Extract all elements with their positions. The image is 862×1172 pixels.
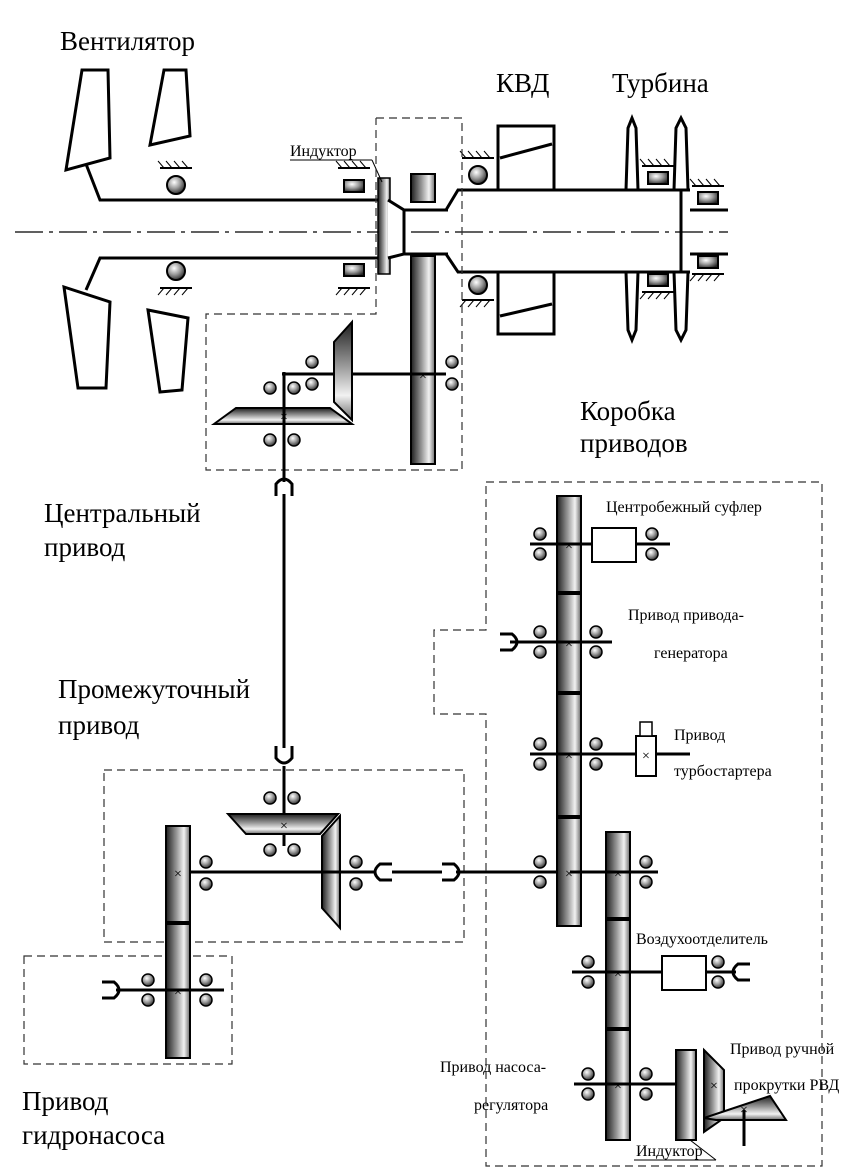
- svg-text:×: ×: [280, 410, 288, 425]
- labels: Вентилятор КВД Турбина Индуктор Коробка …: [22, 26, 839, 1160]
- svg-text:×: ×: [565, 539, 573, 554]
- centrifugal-breather-box: [591, 527, 637, 563]
- label-generator-1: Привод привода-: [628, 607, 744, 624]
- main-bevel-gear-top: [410, 173, 436, 203]
- label-manual-2: прокрутки РВД: [734, 1077, 839, 1094]
- accessory-gearbox: × × × × × × × ×: [433, 481, 823, 1167]
- svg-text:×: ×: [614, 967, 622, 982]
- hydro-pump-drive: ×: [23, 923, 233, 1065]
- svg-text:×: ×: [710, 1079, 718, 1094]
- intermediate-drive: × ×: [103, 766, 465, 943]
- svg-text:×: ×: [565, 749, 573, 764]
- rear-roller-bottom: [689, 255, 724, 282]
- air-separator-coupling: [731, 962, 750, 982]
- fan-bearing-bottom: [157, 261, 192, 296]
- central-drive-bearings: [263, 355, 459, 447]
- generator-coupling: [500, 632, 519, 652]
- label-inductor-bottom: Индуктор: [636, 1143, 703, 1160]
- label-intermediate-2: привод: [58, 710, 140, 740]
- accessory-gearbox-box: [433, 481, 823, 1167]
- label-breather: Центробежный суфлер: [606, 499, 762, 516]
- label-gearbox-1: Коробка: [580, 396, 676, 426]
- label-starter-2: турбостартера: [674, 763, 772, 780]
- fan-blades: [62, 68, 192, 394]
- svg-text:×: ×: [642, 749, 650, 764]
- label-hpc: КВД: [496, 68, 549, 98]
- fan-shaft: [84, 163, 388, 291]
- svg-text:×: ×: [280, 819, 288, 834]
- intermediate-spur-gear: [165, 825, 191, 923]
- hpc-bearing-top: [459, 150, 494, 185]
- label-gearbox-2: приводов: [580, 428, 688, 458]
- central-drive-coupling: [274, 477, 294, 496]
- label-air-separator: Воздухоотделитель: [636, 931, 768, 948]
- turbine-blades: [624, 113, 690, 345]
- svg-text:×: ×: [614, 867, 622, 882]
- intermediate-bearings: [199, 791, 363, 891]
- svg-text:×: ×: [419, 369, 427, 384]
- gearbox-bearings: [533, 527, 725, 1101]
- intermediate-drive-box: [103, 769, 465, 943]
- label-turbine: Турбина: [612, 68, 709, 98]
- gearbox-gear-6: [605, 919, 631, 1029]
- svg-text:×: ×: [614, 1079, 622, 1094]
- central-drive-big-gear: [410, 255, 436, 465]
- inductor-bottom-element: [675, 1049, 697, 1141]
- svg-text:×: ×: [174, 985, 182, 1000]
- label-central-1: Центральный: [44, 498, 201, 528]
- label-hydro-1: Привод: [22, 1086, 109, 1116]
- hydro-pump-box: [23, 955, 233, 1065]
- hpc-shaft: [444, 188, 728, 274]
- manual-crank-bevel-b: [703, 1094, 788, 1121]
- engine-section: [15, 68, 728, 394]
- svg-text:×: ×: [174, 867, 182, 882]
- label-central-2: привод: [44, 532, 126, 562]
- label-intermediate-1: Промежуточный: [58, 674, 250, 704]
- hpc-rotor: [496, 124, 556, 336]
- fan-roller-top: [335, 160, 370, 193]
- central-drive: × ×: [205, 117, 463, 496]
- central-drive-box: [205, 117, 463, 471]
- svg-text:×: ×: [565, 637, 573, 652]
- label-inductor-top: Индуктор: [290, 143, 357, 160]
- hpc-bearing-bottom: [459, 275, 494, 308]
- intermediate-bevel-gear-a: [225, 813, 341, 835]
- fan-roller-bottom: [335, 263, 370, 296]
- rear-roller-top: [689, 178, 724, 205]
- hydro-pump-coupling: [102, 980, 121, 1000]
- label-pump-2: регулятора: [474, 1097, 548, 1114]
- turbine-roller-top: [639, 158, 674, 185]
- turbine-roller-bottom: [639, 273, 674, 300]
- fan-bearing-top: [157, 160, 192, 195]
- svg-text:×: ×: [740, 1103, 748, 1118]
- air-separator-box: [661, 955, 707, 991]
- label-starter-1: Привод: [674, 727, 725, 744]
- label-hydro-2: гидронасоса: [22, 1120, 165, 1150]
- intermediate-coupling-top: [274, 746, 294, 765]
- label-pump-1: Привод насоса-: [440, 1059, 546, 1076]
- shaft-coupling: [387, 198, 448, 260]
- svg-text:×: ×: [565, 867, 573, 882]
- gearbox-gear-5: [605, 831, 631, 919]
- label-generator-2: генератора: [654, 645, 728, 662]
- central-drive-bevel-gear-a: [333, 319, 353, 423]
- label-fan: Вентилятор: [60, 26, 195, 56]
- label-manual-1: Привод ручной: [730, 1041, 835, 1058]
